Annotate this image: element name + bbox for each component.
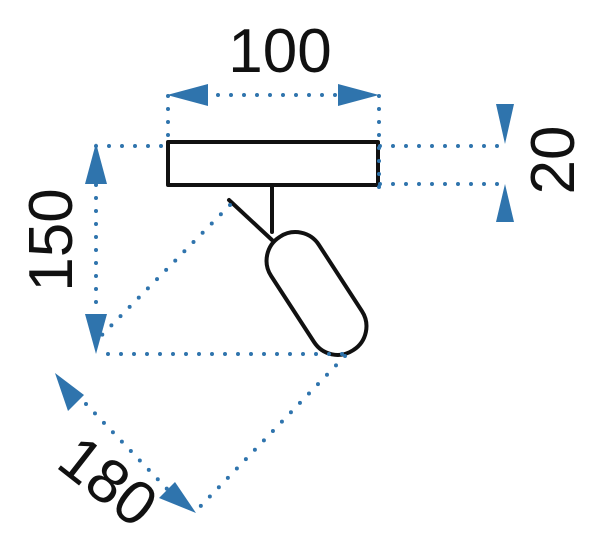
- spotlight-outline: [166, 140, 380, 357]
- width-dimension: 100: [166, 17, 381, 190]
- height-label: 20: [519, 126, 588, 195]
- arrow-down-icon: [496, 104, 514, 144]
- arrow-right-icon: [338, 84, 379, 106]
- arrow-down-icon: [85, 314, 107, 354]
- drop-dimension: 150: [17, 143, 347, 356]
- lamp-head: [264, 230, 369, 357]
- stem-arm: [227, 198, 274, 242]
- width-label: 100: [228, 17, 331, 86]
- ceiling-plate: [166, 140, 380, 187]
- arrow-left-icon: [167, 84, 208, 106]
- swing-guide-upper: [95, 203, 232, 342]
- arrow-up-left-icon: [55, 373, 84, 411]
- swing-guides: [95, 203, 347, 514]
- arrow-up-icon: [85, 143, 107, 184]
- length-dimension: 180: [46, 373, 196, 541]
- swing-guide-lower: [193, 354, 347, 514]
- arrow-down-right-icon: [159, 482, 196, 513]
- height-dimension: 20: [378, 104, 588, 222]
- drop-label: 150: [17, 188, 86, 291]
- arrow-up-icon: [496, 184, 514, 222]
- length-label: 180: [46, 423, 170, 541]
